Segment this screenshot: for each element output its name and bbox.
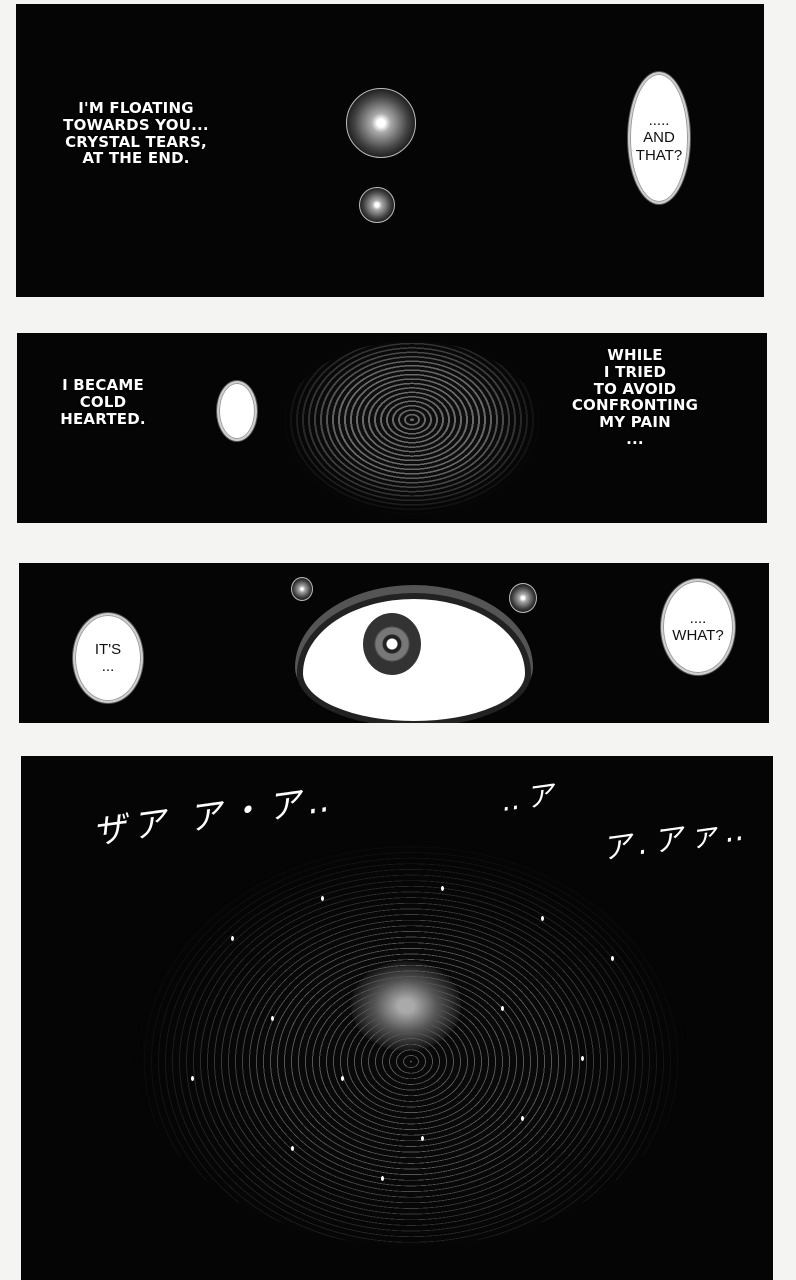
- star-dot: [421, 1136, 424, 1141]
- caption-line: CRYSTAL TEARS,: [65, 132, 207, 151]
- caption-line: I TRIED: [603, 362, 667, 381]
- star-dot: [191, 1076, 194, 1081]
- star-dot: [611, 956, 614, 961]
- caption-line: MY PAIN: [599, 413, 671, 432]
- swirl-vortex: [282, 341, 542, 516]
- galaxy-core: [351, 961, 461, 1051]
- caption-line: COLD: [79, 392, 127, 411]
- speech-bubble-left: IT'S ...: [73, 613, 143, 703]
- narration-caption-left: I BECAME COLD HEARTED.: [43, 376, 163, 428]
- panel-1: I'M FLOATING TOWARDS YOU... CRYSTAL TEAR…: [16, 4, 764, 297]
- empty-bubble: [217, 381, 257, 441]
- eye-illustration: [297, 593, 531, 723]
- bubble-line: WHAT?: [672, 627, 724, 644]
- speech-bubble: ..... AND THAT?: [628, 72, 690, 204]
- star-dot: [501, 1006, 504, 1011]
- caption-line: HEARTED.: [60, 409, 146, 428]
- bubble-line: THAT?: [635, 146, 683, 164]
- crystal-tear-icon: [509, 583, 537, 613]
- speech-bubble-right: .... WHAT?: [661, 579, 735, 675]
- star-dot: [271, 1016, 274, 1021]
- caption-line: AT THE END.: [82, 149, 190, 168]
- crystal-tear-small-icon: [359, 187, 395, 223]
- bubble-line: ....: [689, 609, 707, 627]
- eye-iris: [363, 613, 421, 675]
- star-dot: [521, 1116, 524, 1121]
- narration-caption: I'M FLOATING TOWARDS YOU... CRYSTAL TEAR…: [46, 99, 226, 168]
- caption-line: ...: [626, 429, 644, 448]
- caption-line: I'M FLOATING: [78, 99, 194, 117]
- caption-line: WHILE: [607, 346, 663, 364]
- bubble-line: AND: [643, 129, 675, 147]
- panel-4: ザア ア・ア‥ ‥ア ア.アァ‥: [21, 756, 773, 1280]
- sound-effect-right: ア.アァ‥: [599, 811, 753, 868]
- star-dot: [581, 1056, 584, 1061]
- caption-line: I BECAME: [62, 376, 144, 394]
- crystal-tear-icon: [291, 577, 313, 601]
- star-dot: [291, 1146, 294, 1151]
- crystal-tear-large-icon: [346, 88, 416, 158]
- sound-effect-left: ザア ア・ア‥: [89, 779, 339, 853]
- star-dot: [341, 1076, 344, 1081]
- panel-3: IT'S ... .... WHAT?: [19, 563, 769, 723]
- narration-caption-right: WHILE I TRIED TO AVOID CONFRONTING MY PA…: [555, 346, 715, 448]
- star-dot: [321, 896, 324, 901]
- caption-line: TO AVOID: [593, 379, 677, 398]
- star-dot: [231, 936, 234, 941]
- star-dot: [441, 886, 444, 891]
- star-dot: [381, 1176, 384, 1181]
- bubble-line: IT'S: [94, 640, 122, 658]
- caption-line: CONFRONTING: [571, 396, 699, 415]
- star-dot: [541, 916, 544, 921]
- caption-line: TOWARDS YOU...: [63, 115, 209, 134]
- bubble-line: .....: [648, 112, 670, 130]
- bubble-line: ...: [101, 658, 115, 675]
- panel-2: I BECAME COLD HEARTED. WHILE I TRIED TO …: [17, 333, 767, 523]
- sound-effect-mid: ‥ア: [499, 777, 562, 818]
